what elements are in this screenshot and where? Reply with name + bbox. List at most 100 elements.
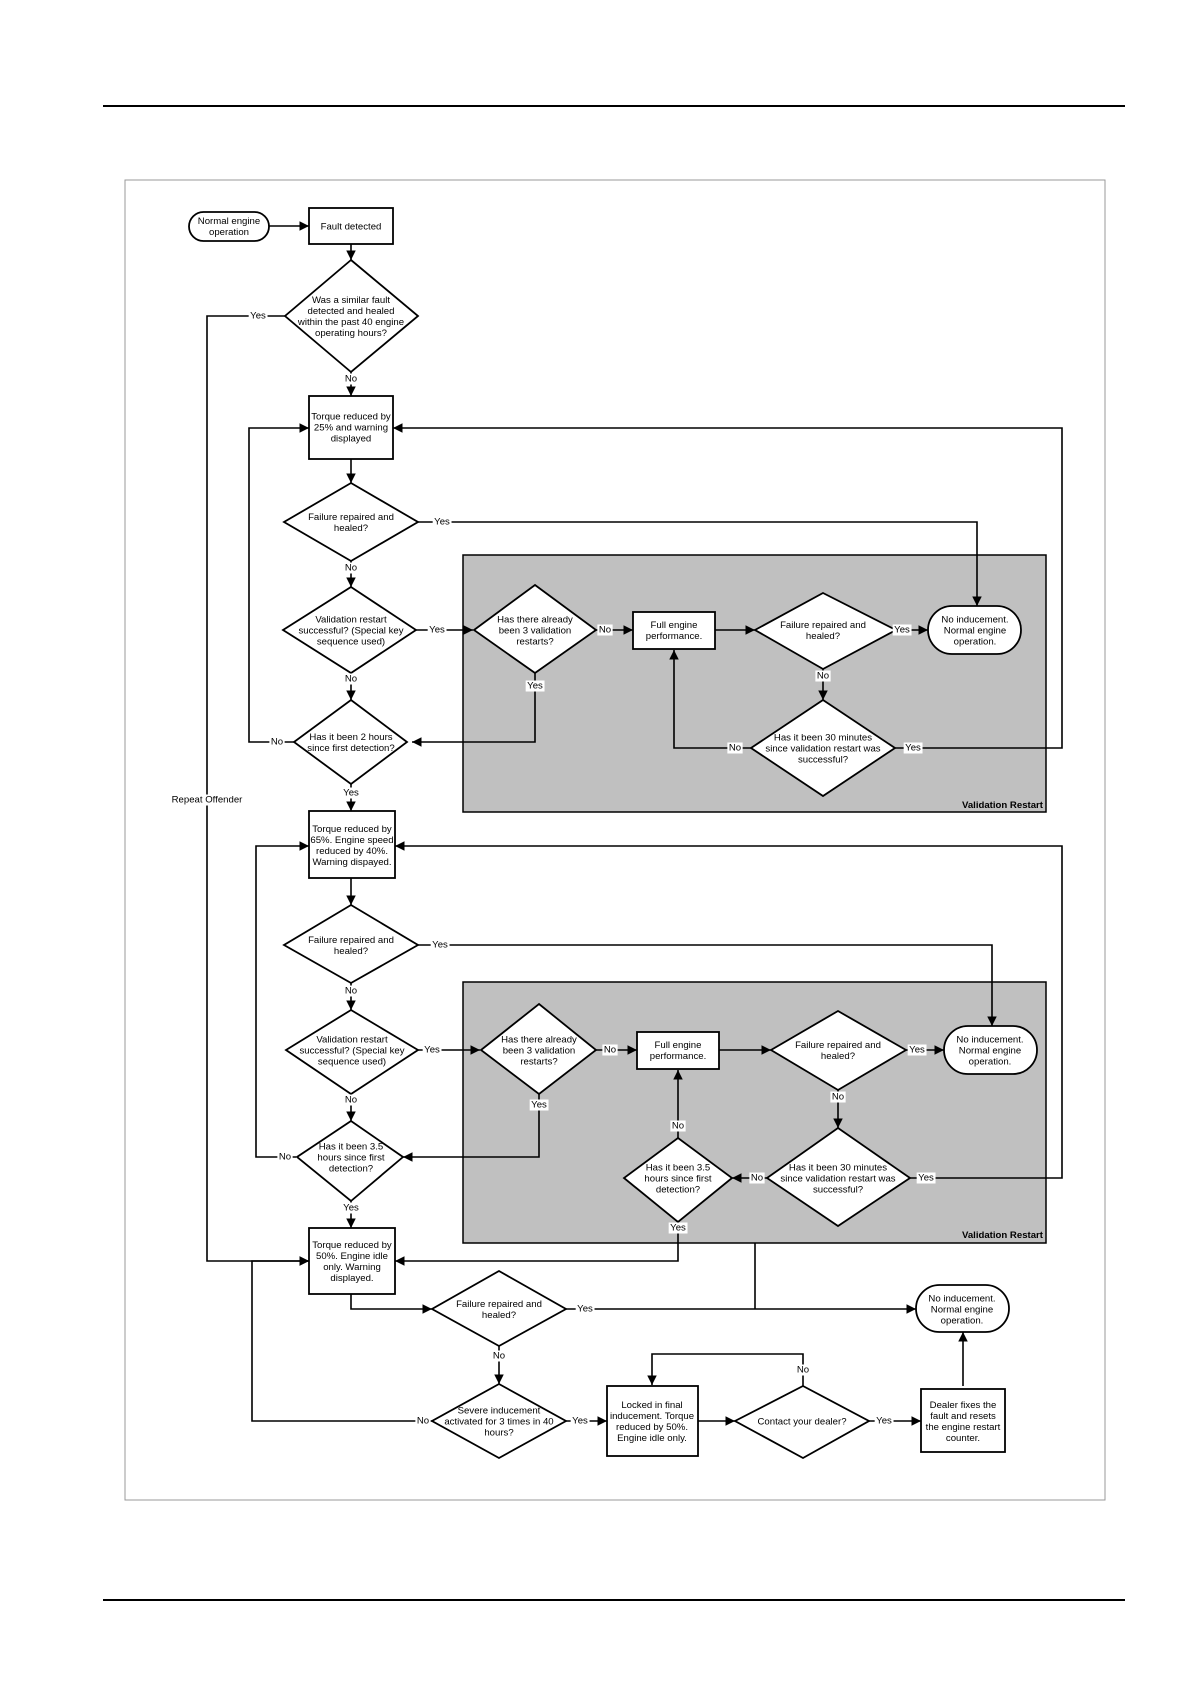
edge-label-yes: Yes — [572, 1416, 588, 1427]
text-line: performance. — [650, 1051, 707, 1062]
no-inducement-terminal-3 — [915, 1284, 1010, 1333]
edge-label-no: No — [493, 1351, 505, 1362]
edge-label-yes: Yes — [894, 625, 910, 636]
edge-label-background — [343, 673, 359, 685]
edge-label-background — [491, 1350, 507, 1362]
text-line: sequence used) — [318, 1056, 386, 1067]
text-line: Torque reduced by — [311, 411, 391, 422]
text-line: Normal engine — [944, 625, 1006, 636]
text-line: since validation restart was — [780, 1173, 895, 1184]
text-line: performance. — [646, 631, 703, 642]
edge-label-background — [269, 736, 285, 748]
repaired-decision-1 — [282, 481, 420, 563]
repaired-decision-3 — [430, 1269, 568, 1348]
two-hours-decision — [292, 698, 409, 786]
text-line: been 3 validation — [503, 1045, 576, 1056]
no-inducement-terminal-1 — [927, 605, 1022, 655]
edge-label-no: No — [729, 743, 741, 754]
text-line: within the past 40 engine — [297, 317, 404, 328]
text-line: reduced by 40%. — [316, 846, 388, 857]
edge-label-no: No — [817, 671, 829, 682]
edge-label-background — [343, 1094, 359, 1106]
edge-label-background — [597, 624, 613, 636]
full-performance-box-1 — [632, 611, 716, 650]
text-line: successful? (Special key — [298, 625, 403, 636]
text-line: Validation restart — [316, 1034, 388, 1045]
text-line: Torque reduced by — [312, 1240, 392, 1251]
panel-title: Validation Restart — [962, 1230, 1044, 1241]
edge-label-no: No — [832, 1092, 844, 1103]
edge-label-no: No — [345, 563, 357, 574]
validation-restart-decision-1 — [281, 585, 418, 675]
edge-label-background — [749, 1172, 765, 1184]
text-line: fault and resets — [930, 1411, 996, 1422]
edge-label-background — [170, 794, 245, 806]
text-line: Normal engine — [931, 1304, 993, 1315]
text-line: successful? — [798, 754, 848, 765]
repaired-decision-2b — [769, 1009, 908, 1092]
text-line: successful? (Special key — [299, 1045, 404, 1056]
text-line: Locked in final — [621, 1400, 682, 1411]
edge-label-background — [916, 1172, 936, 1184]
text-line: Severe inducement — [458, 1405, 541, 1416]
torque-65-box — [308, 810, 396, 879]
text-line: Has it been 3.5 — [646, 1162, 711, 1173]
edge-label-background — [430, 939, 450, 951]
text-line: Has it been 3.5 — [319, 1141, 384, 1152]
contact-dealer-label: Contact your dealer? — [757, 1416, 846, 1427]
text-line: Failure repaired and — [456, 1299, 542, 1310]
edge-label-background — [343, 373, 359, 385]
text-line: Has there already — [501, 1034, 577, 1045]
text-line: successful? — [813, 1184, 863, 1195]
three-validations-decision-2 — [479, 1002, 598, 1096]
text-line: operation — [209, 227, 249, 238]
panel-title: Validation Restart — [962, 800, 1044, 811]
text-line: detection? — [656, 1184, 700, 1195]
three-five-hours-decision-b — [622, 1136, 734, 1224]
edge-label-yes: Yes — [577, 1304, 593, 1315]
edge-label-no: No — [751, 1173, 763, 1184]
edge-label-background — [602, 1044, 618, 1056]
similar-fault-decision — [283, 258, 420, 374]
edge-label-yes: Yes — [250, 311, 266, 322]
edge-label-yes: Yes — [531, 1100, 547, 1111]
edge-label-background — [670, 1120, 686, 1132]
edge-label-yes: Yes — [876, 1416, 892, 1427]
text-line: hours? — [484, 1427, 513, 1438]
diagram-frame — [124, 179, 1106, 1501]
edge-label-background — [795, 1364, 811, 1376]
text-line: No inducement. — [956, 1034, 1023, 1045]
text-line: Full engine — [651, 620, 698, 631]
edge-label-no: No — [604, 1045, 616, 1056]
text-line: hours since first — [317, 1152, 385, 1163]
edge-label-background — [432, 516, 452, 528]
full-performance-box-2 — [636, 1031, 720, 1070]
edge-label-background — [343, 985, 359, 997]
header-rule — [103, 105, 1125, 107]
text-line: sequence used) — [317, 636, 385, 647]
text-line: displayed — [331, 433, 372, 444]
text-line: healed? — [482, 1310, 516, 1321]
edge-label-yes: Yes — [424, 1045, 440, 1056]
contact-dealer-decision — [733, 1384, 871, 1460]
torque-50-box — [308, 1227, 396, 1295]
text-line: since first detection? — [307, 743, 394, 754]
text-line: displayed. — [330, 1273, 373, 1284]
text-line: Has it been 2 hours — [309, 732, 392, 743]
text-line: reduced by 50%. — [616, 1422, 688, 1433]
edge-label-yes: Yes — [343, 788, 359, 799]
edge-label-background — [415, 1415, 431, 1427]
text-line: operation. — [954, 636, 997, 647]
